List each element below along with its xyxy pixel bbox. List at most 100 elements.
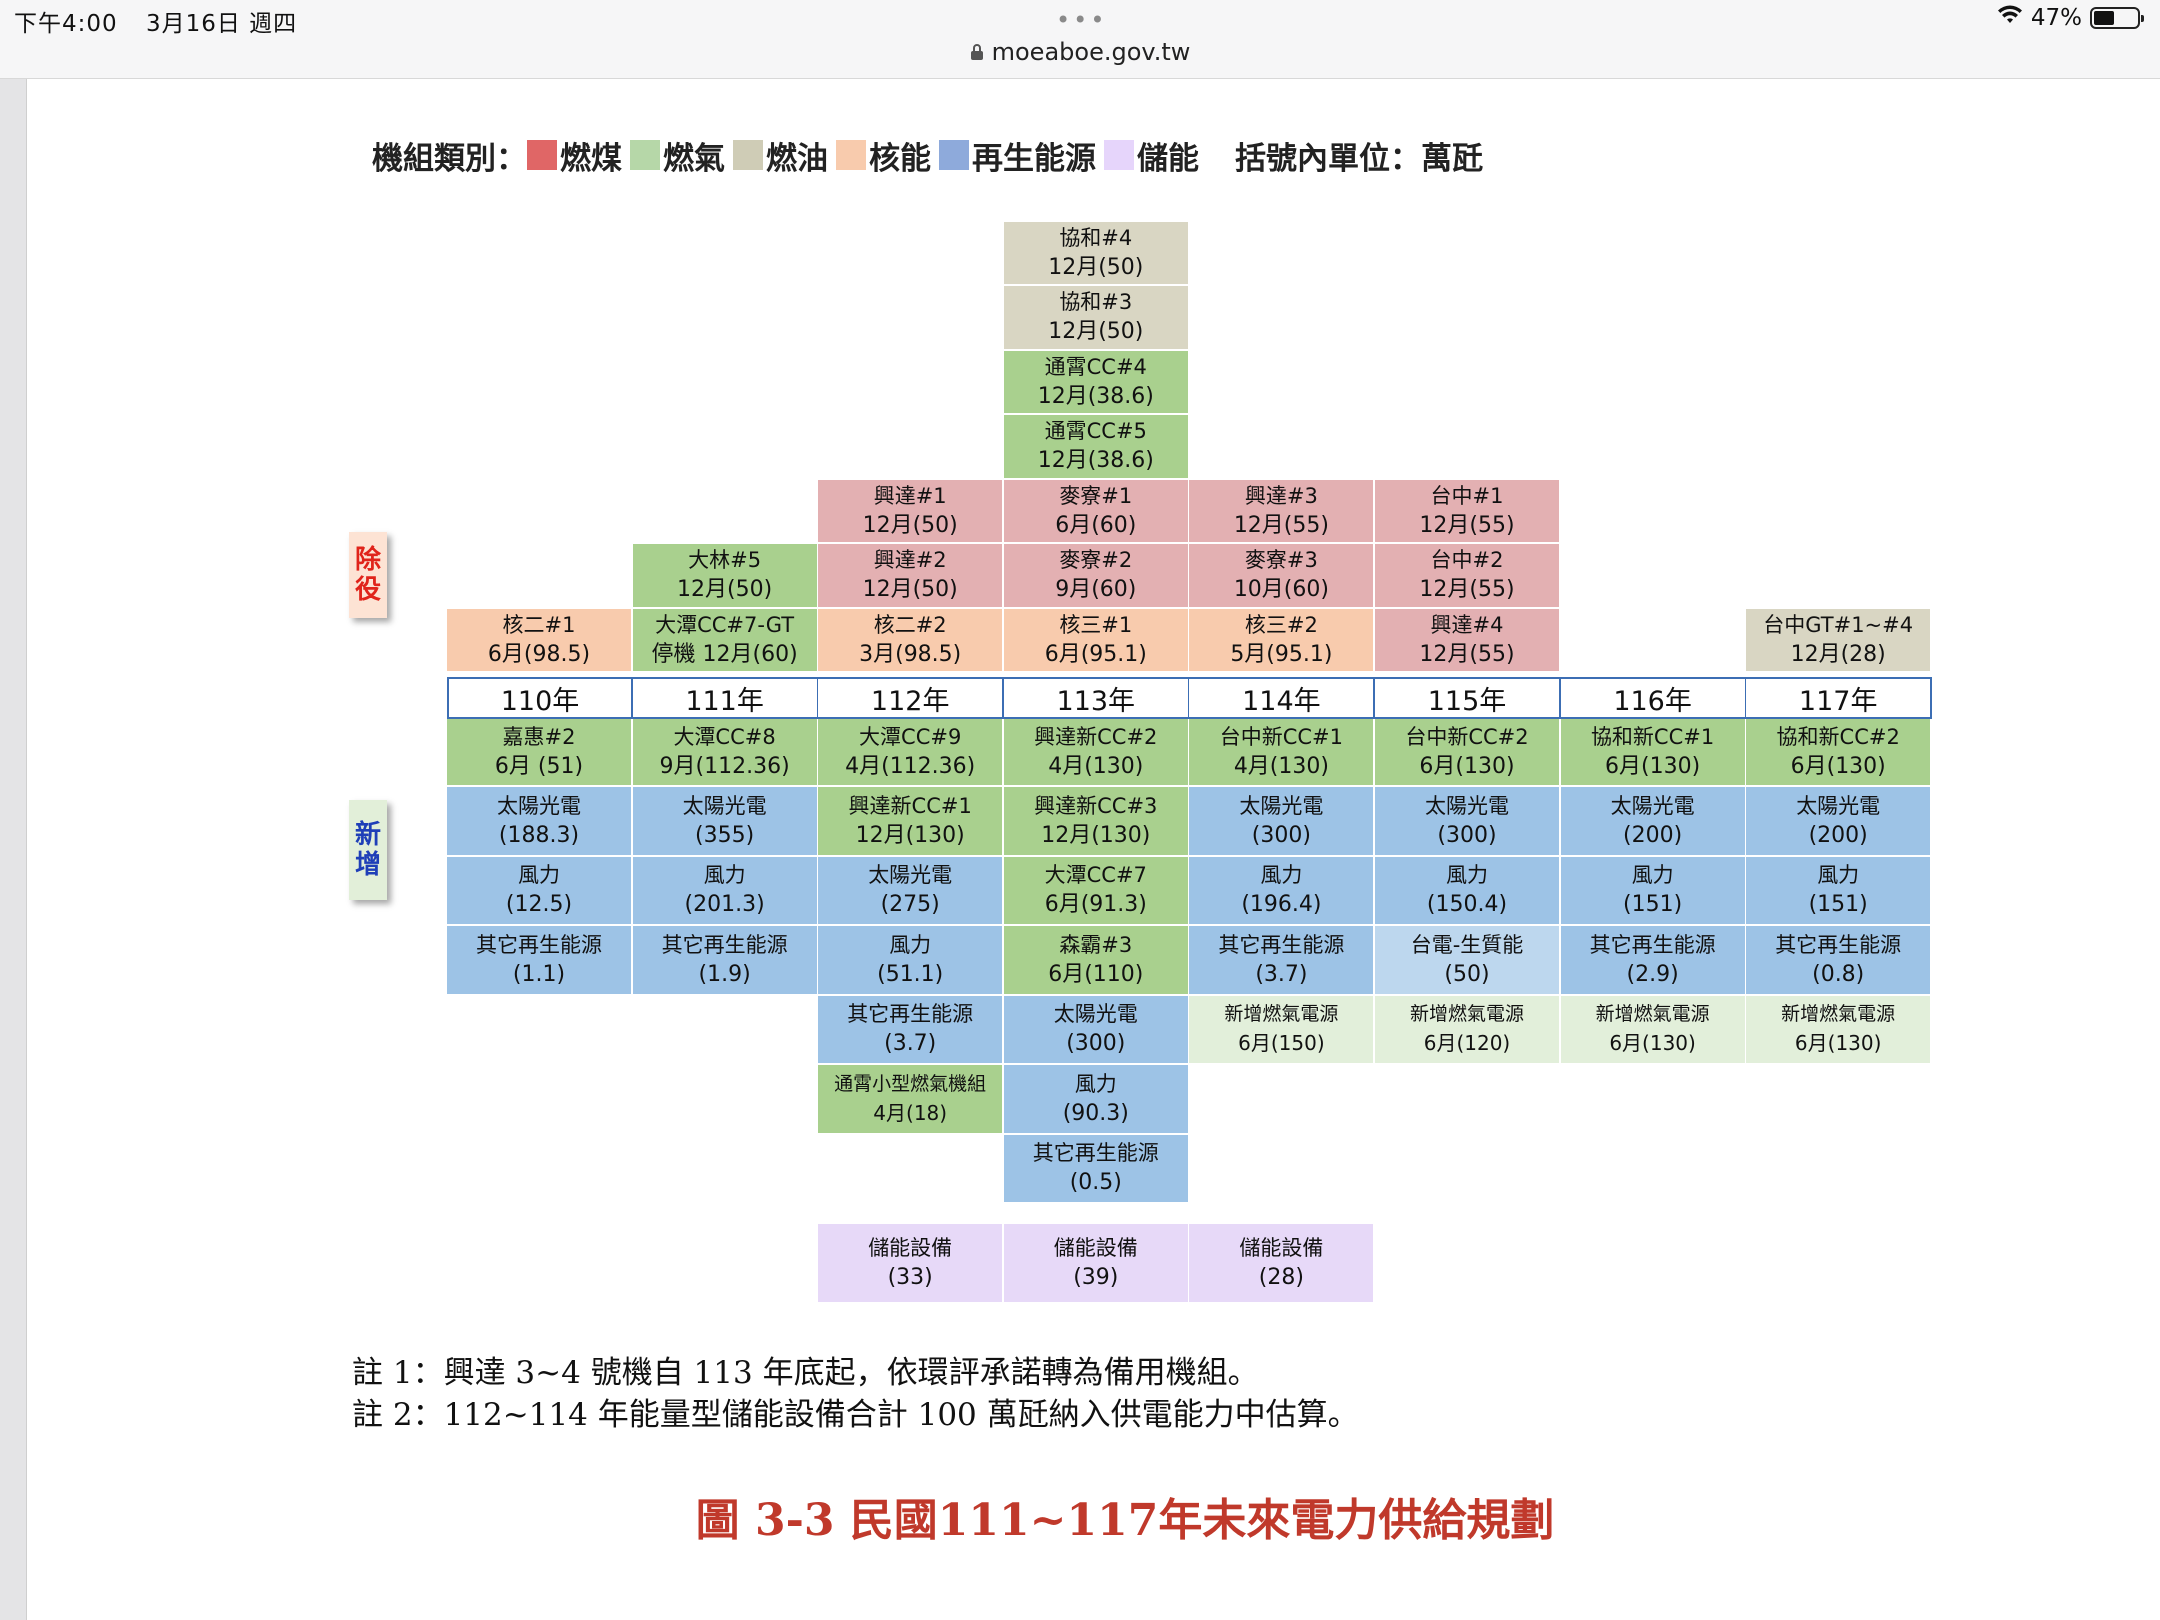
add-cell: 其它再生能源(1.9) — [632, 926, 819, 996]
unit-name: 大潭CC#7 — [1044, 863, 1147, 888]
unit-detail: 6月(60) — [1055, 512, 1137, 538]
legend-swatch — [630, 140, 660, 170]
unit-detail: 4月(18) — [873, 1100, 948, 1125]
unit-name: 其它再生能源 — [476, 932, 602, 957]
unit-name: 森霸#3 — [1059, 932, 1133, 957]
unit-detail: 6月(130) — [1419, 754, 1515, 779]
unit-name: 麥寮#1 — [1059, 483, 1133, 508]
unit-detail: (300) — [1066, 1031, 1126, 1057]
unit-name: 風力 — [1631, 863, 1674, 888]
unit-name: 大潭CC#9 — [859, 725, 962, 749]
unit-detail: 12月(50) — [862, 577, 958, 603]
legend-label: 燃氣 — [663, 140, 725, 177]
add-cell: 興達新CC#3 12月(130) — [1003, 787, 1190, 857]
address-bar[interactable]: moeaboe.gov.tw — [0, 38, 2160, 67]
unit-detail: (0.8) — [1812, 961, 1865, 987]
storage-cell: 儲能設備(33) — [818, 1224, 1005, 1304]
storage-cell: 儲能設備(39) — [1003, 1224, 1190, 1304]
legend-items: 燃煤燃氣燃油核能再生能源儲能 — [527, 133, 1207, 178]
add-cell: 風力 (12.5) — [447, 856, 633, 926]
unit-detail: (196.4) — [1241, 892, 1322, 918]
unit-detail: (3.7) — [884, 1031, 937, 1057]
unit-name: 協和#4 — [1059, 225, 1133, 250]
unit-name: 台中#2 — [1430, 548, 1504, 573]
add-cell: 風力(151) — [1560, 856, 1747, 926]
unit-detail: 6月(98.5) — [487, 641, 591, 667]
unit-name: 風力 — [1260, 863, 1303, 888]
unit-name: 通霄CC#4 — [1044, 354, 1147, 379]
add-cell: 太陽光電(300) — [1189, 787, 1376, 857]
retire-label: 除役 — [349, 532, 387, 618]
add-cell: 太陽光電(300) — [1375, 787, 1561, 857]
unit-detail: (200) — [1808, 822, 1868, 848]
unit-name: 風力 — [1074, 1071, 1117, 1096]
unit-detail: 4月(130) — [1048, 754, 1144, 779]
unit-name: 核二#2 — [873, 612, 947, 637]
add-cell: 風力(51.1) — [818, 926, 1005, 996]
figure-caption: 圖 3-3 民國111~117年未來電力供給規劃 — [695, 1495, 1555, 1546]
add-cell: 風力(151) — [1746, 856, 1933, 926]
unit-detail: (3.7) — [1255, 961, 1308, 987]
year-header: 117年 — [1746, 677, 1933, 719]
year-header: 115年 — [1375, 677, 1561, 719]
unit-name: 興達#2 — [873, 548, 947, 573]
multitask-dots-icon[interactable]: ••• — [1056, 6, 1108, 34]
add-cell: 台中新CC#2 6月(130) — [1375, 719, 1561, 787]
unit-detail: 4月(130) — [1233, 754, 1329, 779]
unit-detail: 12月(55) — [1419, 641, 1515, 667]
unit-name: 核三#1 — [1059, 612, 1133, 637]
add-cell: 太陽光電(188.3) — [447, 787, 633, 857]
unit-name: 協和#3 — [1059, 290, 1133, 315]
legend-swatch — [1104, 140, 1134, 170]
unit-detail: 12月(130) — [1041, 822, 1151, 848]
add-cell: 太陽光電 (200) — [1560, 787, 1747, 857]
status-bar: 下午4:00 3月16日 週四 ••• moeaboe.gov.tw 47% — [0, 0, 2160, 79]
retire-label-char: 除 — [354, 545, 381, 575]
add-cell: 其它再生能源(1.1) — [447, 926, 633, 996]
unit-detail: 12月(50) — [1048, 319, 1144, 345]
unit-name: 太陽光電 — [1610, 793, 1695, 818]
unit-name: 新增燃氣電源 — [1409, 1003, 1524, 1026]
legend-item: 燃氣 — [630, 133, 725, 178]
unit-name: 太陽光電 — [1425, 793, 1509, 818]
unit-detail: 6月(120) — [1423, 1031, 1511, 1056]
unit-detail: (0.5) — [1069, 1170, 1122, 1196]
unit-detail: (12.5) — [505, 892, 573, 918]
battery-icon — [2090, 7, 2144, 29]
retire-cell: 興達#2 12月(50) — [818, 544, 1005, 609]
unit-detail: 6月(130) — [1794, 1031, 1882, 1056]
year-header: 111年 — [632, 677, 819, 719]
legend-label: 燃煤 — [560, 140, 622, 177]
unit-name: 風力 — [518, 863, 560, 888]
unit-name: 興達#1 — [873, 483, 947, 508]
unit-detail: (50) — [1444, 961, 1490, 987]
retire-label-char: 役 — [354, 575, 381, 605]
unit-name: 興達新CC#3 — [1034, 793, 1158, 818]
unit-name: 興達新CC#1 — [848, 793, 972, 818]
notes: 註 1：興達 3~4 號機自 113 年底起，依環評承諾轉為備用機組。 註 2：… — [352, 1352, 1359, 1436]
legend-label: 核能 — [869, 140, 931, 177]
legend-item: 燃油 — [733, 133, 828, 178]
add-cell: 風力(201.3) — [632, 856, 819, 926]
year-header: 113年 — [1003, 677, 1190, 719]
unit-name: 其它再生能源 — [1589, 932, 1716, 957]
unit-detail: (200) — [1623, 822, 1683, 848]
battery-percent: 47% — [2030, 5, 2082, 31]
status-left: 下午4:00 3月16日 週四 — [14, 4, 317, 38]
unit-name: 台中新CC#2 — [1405, 725, 1529, 749]
url-text: moeaboe.gov.tw — [991, 38, 1191, 66]
unit-detail: (2.9) — [1626, 961, 1679, 987]
note-1: 註 1：興達 3~4 號機自 113 年底起，依環評承諾轉為備用機組。 — [352, 1355, 1259, 1391]
unit-detail: 12月(50) — [677, 577, 773, 603]
